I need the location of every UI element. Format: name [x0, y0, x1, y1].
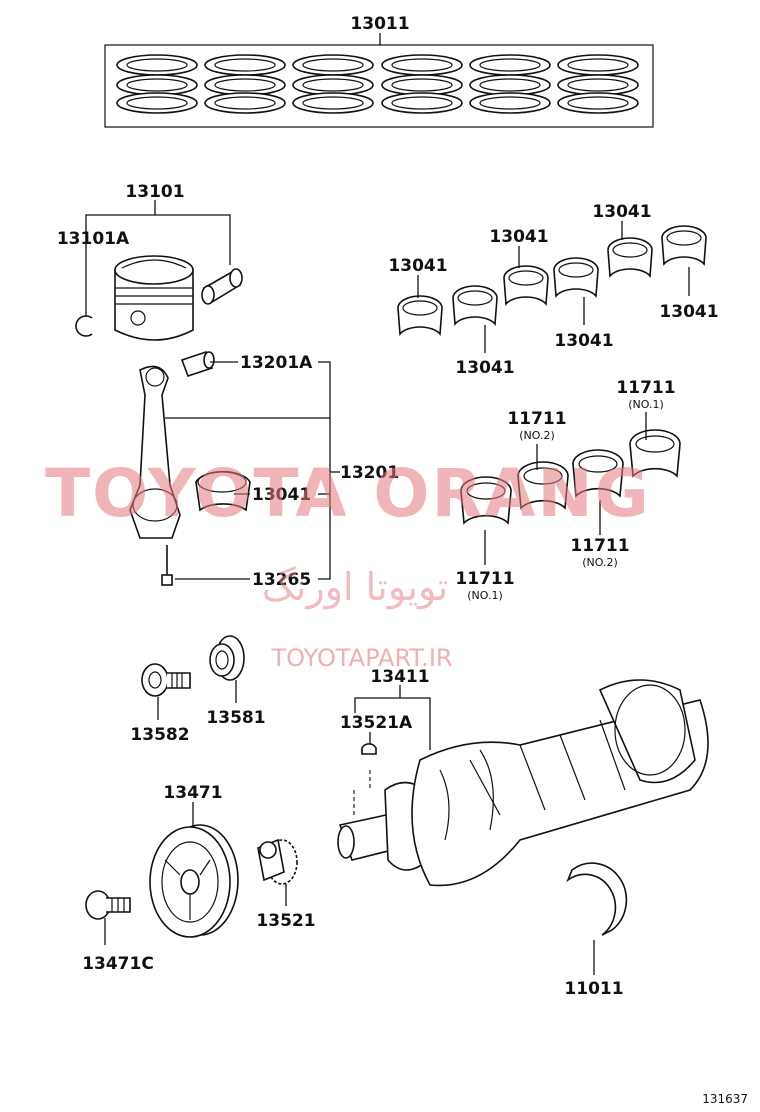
- ring-stack-1: [116, 54, 198, 114]
- rod-bushing[interactable]: [180, 350, 215, 378]
- rod-bearing-inset[interactable]: [195, 470, 251, 512]
- label-13201[interactable]: 13201: [340, 463, 399, 483]
- label-13471[interactable]: 13471: [163, 783, 222, 803]
- label-13471c[interactable]: 13471C: [82, 954, 154, 974]
- ring-stack-6: [557, 54, 639, 114]
- watermark-brand: TOYOTA ORANG: [45, 455, 651, 532]
- rod-bearing-5[interactable]: [607, 237, 653, 279]
- main-bearing-no2-top[interactable]: [517, 461, 569, 510]
- label-11711-no2-top[interactable]: 11711: [507, 409, 566, 429]
- watermark-persian: تویوتا اورنگ: [262, 565, 449, 610]
- label-11711-no2-bottom[interactable]: 11711: [570, 536, 629, 556]
- label-13521a[interactable]: 13521A: [340, 713, 413, 733]
- rod-bearing-2[interactable]: [452, 285, 498, 327]
- timing-sprocket[interactable]: [257, 838, 298, 885]
- washer-13581[interactable]: [209, 635, 245, 681]
- rod-bolt[interactable]: [161, 545, 173, 586]
- crank-pulley[interactable]: [149, 824, 239, 938]
- label-11011[interactable]: 11011: [564, 979, 623, 999]
- main-bearing-no1-bottom[interactable]: [460, 476, 512, 525]
- ring-set-box: [104, 44, 654, 128]
- ring-stack-5: [469, 54, 551, 114]
- rod-bearing-1[interactable]: [397, 295, 443, 337]
- ring-stack-4: [381, 54, 463, 114]
- label-11711-no2-top-sub: (NO.2): [519, 429, 555, 442]
- label-11711-no1-top[interactable]: 11711: [616, 378, 675, 398]
- connecting-rod[interactable]: [129, 365, 181, 539]
- bolt-13582[interactable]: [141, 663, 191, 697]
- pulley-bolt[interactable]: [85, 890, 131, 920]
- label-13581[interactable]: 13581: [206, 708, 265, 728]
- piston[interactable]: [114, 255, 194, 341]
- rod-assembly-bracket: [318, 361, 331, 580]
- crank-key[interactable]: [361, 743, 377, 755]
- piston-ring-set[interactable]: [104, 33, 654, 128]
- diagram-code: 131637: [702, 1092, 748, 1106]
- thrust-washer[interactable]: [566, 862, 628, 936]
- label-13101a[interactable]: 13101A: [57, 229, 130, 249]
- label-11711-no1-bottom[interactable]: 11711: [455, 569, 514, 589]
- rod-bearing-4[interactable]: [553, 257, 599, 299]
- label-13041-inset[interactable]: 13041: [252, 485, 311, 505]
- label-13041-1[interactable]: 13041: [388, 256, 447, 276]
- ring-stack-2: [204, 54, 286, 114]
- piston-pin[interactable]: [201, 268, 243, 305]
- piston-pin-clip[interactable]: [75, 315, 93, 337]
- crankshaft-bracket: [354, 697, 431, 750]
- label-13041-4[interactable]: 13041: [554, 331, 613, 351]
- piston-bracket: [85, 214, 231, 265]
- label-13521[interactable]: 13521: [256, 911, 315, 931]
- label-13041-3[interactable]: 13041: [489, 227, 548, 247]
- label-13582[interactable]: 13582: [130, 725, 189, 745]
- main-bearing-no2-bottom[interactable]: [572, 449, 624, 498]
- ring-stack-3: [292, 54, 374, 114]
- watermark-site: TOYOTAPART.IR: [270, 644, 452, 672]
- label-13201a[interactable]: 13201A: [240, 353, 313, 373]
- label-13265[interactable]: 13265: [252, 570, 311, 590]
- label-11711-no1-top-sub: (NO.1): [628, 398, 664, 411]
- label-11711-no1-bottom-sub: (NO.1): [467, 589, 503, 602]
- label-13411[interactable]: 13411: [370, 667, 429, 687]
- rod-bearing-6[interactable]: [661, 225, 707, 267]
- rod-bearing-3[interactable]: [503, 265, 549, 307]
- label-13101[interactable]: 13101: [125, 182, 184, 202]
- label-13041-5[interactable]: 13041: [592, 202, 651, 222]
- crankshaft[interactable]: [337, 679, 709, 887]
- crank-key-guide: [353, 770, 371, 818]
- label-13011[interactable]: 13011: [350, 14, 409, 34]
- label-11711-no2-bottom-sub: (NO.2): [582, 556, 618, 569]
- label-13041-2[interactable]: 13041: [455, 358, 514, 378]
- label-13041-6[interactable]: 13041: [659, 302, 718, 322]
- main-bearing-no1-top[interactable]: [629, 429, 681, 478]
